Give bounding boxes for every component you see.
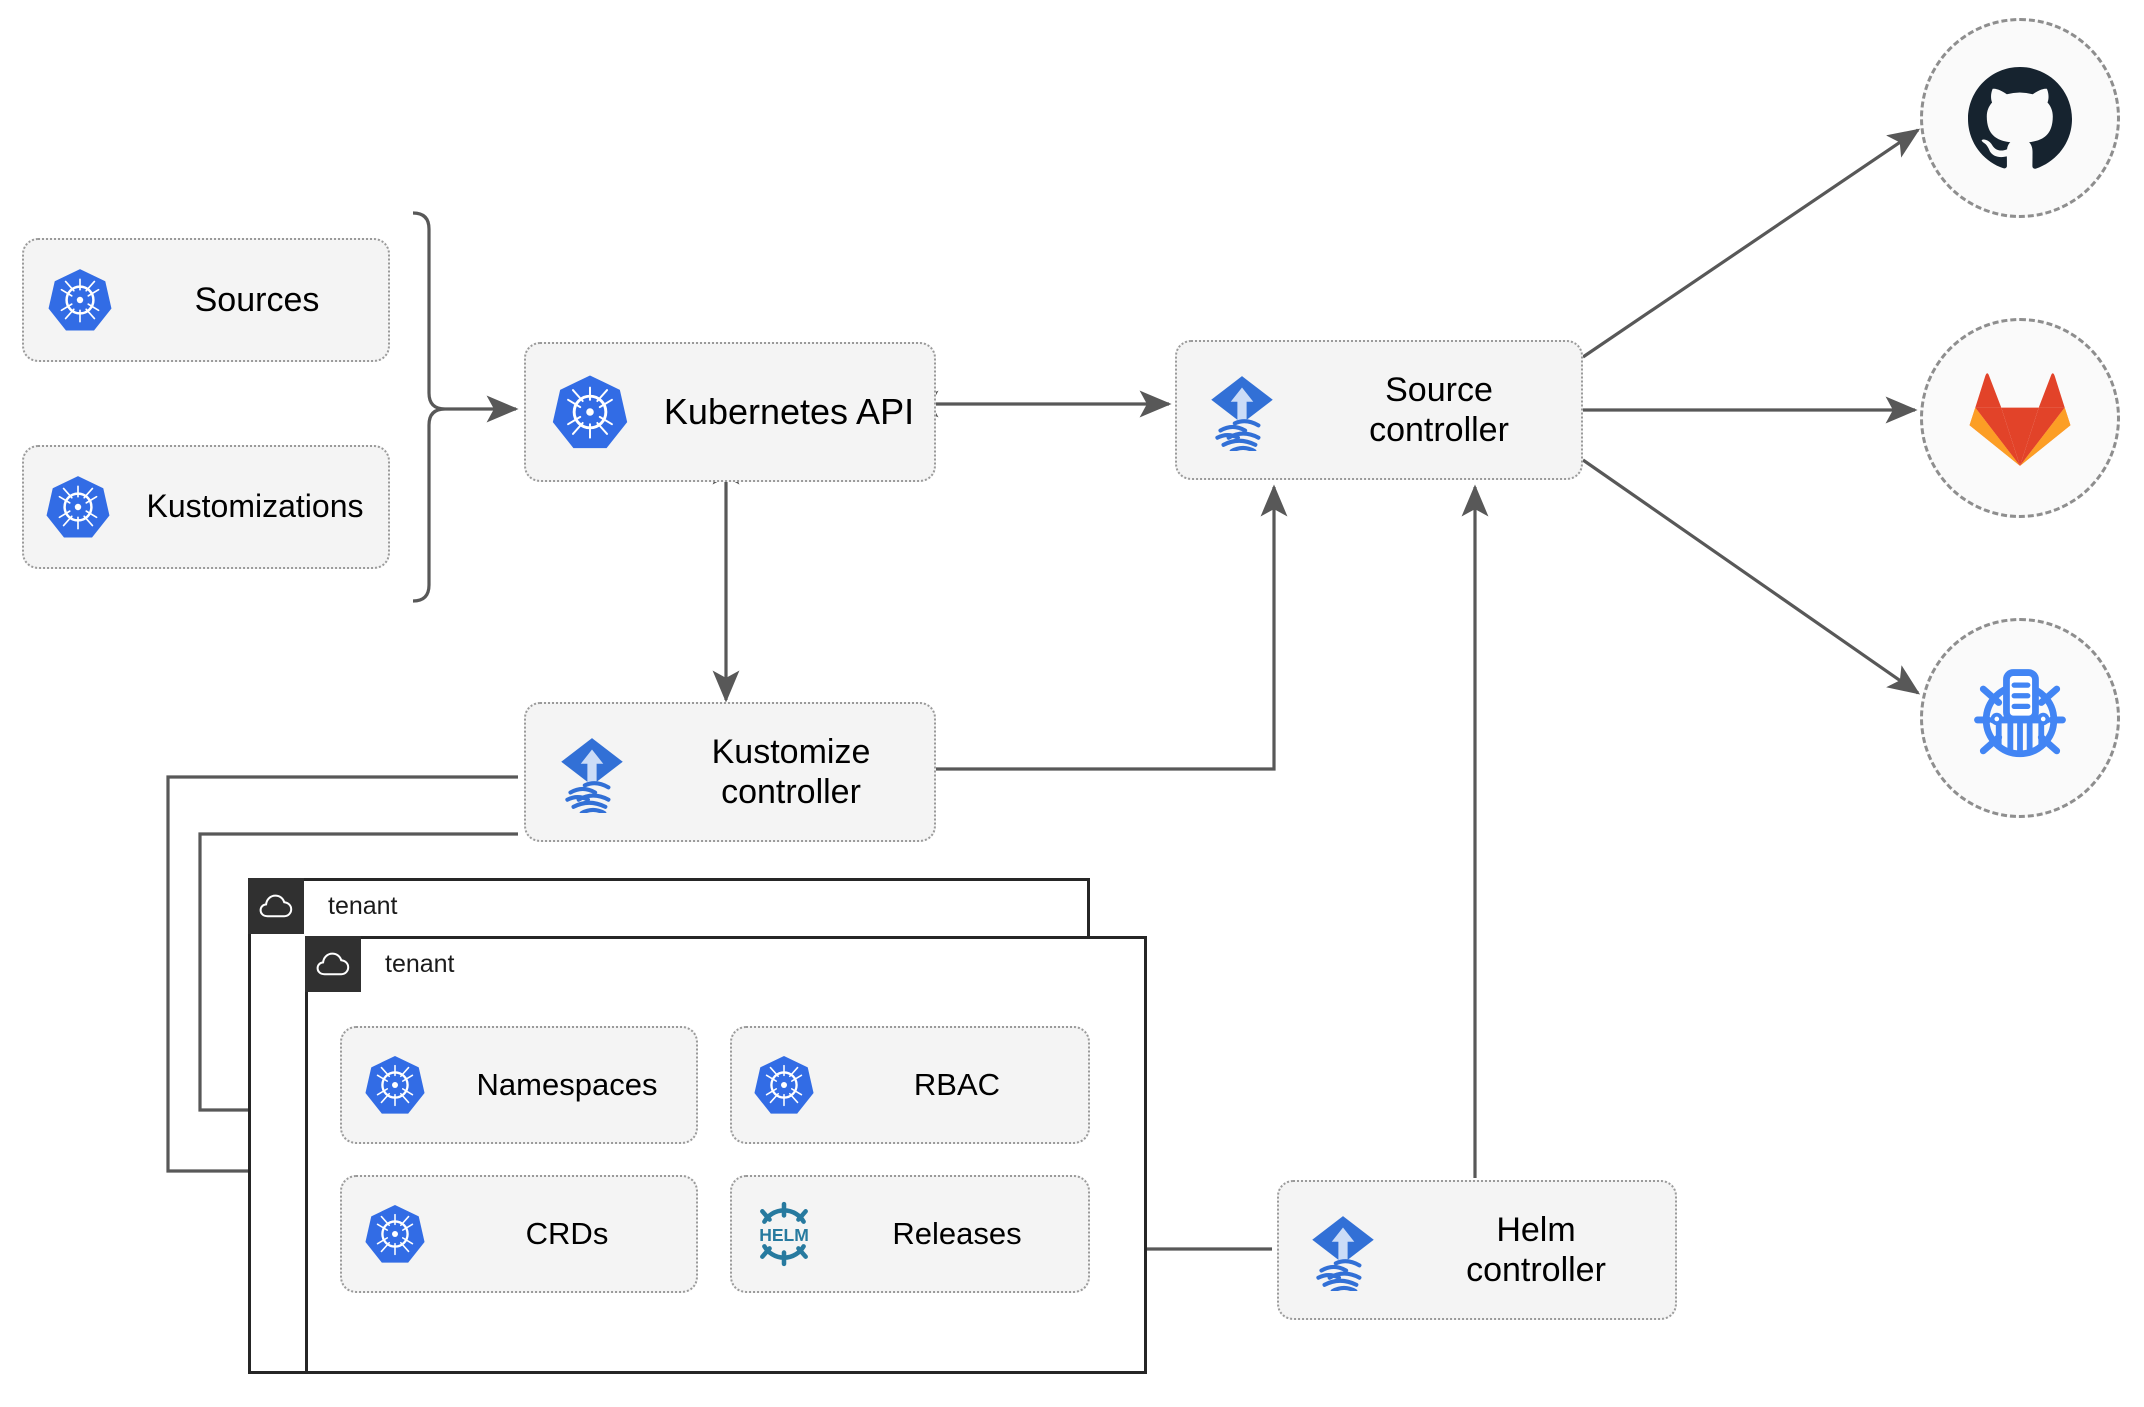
github-icon [1968,67,2072,169]
node-kustomize-controller-label: Kustomize controller [711,732,871,811]
node-source-controller[interactable]: Source controller [1175,340,1583,480]
node-releases-label: Releases [892,1215,1022,1251]
connector-source-to-github [1582,128,1921,359]
connector-sources-brace [412,211,446,603]
provider-gitlab[interactable] [1920,318,2120,518]
node-namespaces-label: Namespaces [476,1066,658,1102]
node-helm-controller[interactable]: Helm controller [1277,1180,1677,1320]
svg-text:HELM: HELM [759,1225,809,1245]
node-helm-controller-label: Helm controller [1466,1210,1606,1289]
node-kustomizations[interactable]: Kustomizations [22,445,390,569]
node-source-controller-label: Source controller [1369,370,1509,449]
flux-icon [1177,369,1307,451]
connector-kustomize-to-source-controller [932,484,1288,771]
kubernetes-icon [24,474,132,540]
node-rbac-label: RBAC [913,1066,1001,1102]
tenant-container-inner [305,936,1147,1374]
kubernetes-icon [24,267,136,333]
node-sources[interactable]: Sources [22,238,390,362]
gitlab-icon [1969,373,2071,466]
tenant-label-outer: tenant [328,891,398,920]
cloud-icon [248,878,304,934]
node-namespaces[interactable]: Namespaces [340,1026,698,1144]
provider-github[interactable] [1920,18,2120,218]
node-kustomize-controller[interactable]: Kustomize controller [524,702,936,842]
node-sources-label: Sources [194,280,320,319]
connector-kustomize-to-tenant-outer [166,775,518,1185]
tenant-header-inner: tenant [305,936,1147,992]
provider-bucket[interactable] [1920,618,2120,818]
flux-icon [526,731,658,813]
flux-icon [1279,1209,1407,1291]
node-rbac[interactable]: RBAC [730,1026,1090,1144]
node-crds-label: CRDs [525,1215,609,1251]
bucket-icon [1974,669,2066,758]
kubernetes-icon [342,1054,448,1116]
kubernetes-icon [342,1203,448,1265]
node-releases[interactable]: HELM Releases [730,1175,1090,1293]
tenant-header-outer: tenant [248,878,1090,934]
node-kubernetes-api[interactable]: Kubernetes API [524,342,936,482]
tenant-label-inner: tenant [385,949,455,978]
kubernetes-icon [732,1054,836,1116]
cloud-icon [305,936,361,992]
node-kubernetes-api-label: Kubernetes API [663,390,915,432]
node-kustomizations-label: Kustomizations [146,488,364,525]
helm-icon: HELM [732,1201,836,1267]
connector-source-to-bucket [1582,458,1921,695]
kubernetes-icon [526,373,654,451]
node-crds[interactable]: CRDs [340,1175,698,1293]
